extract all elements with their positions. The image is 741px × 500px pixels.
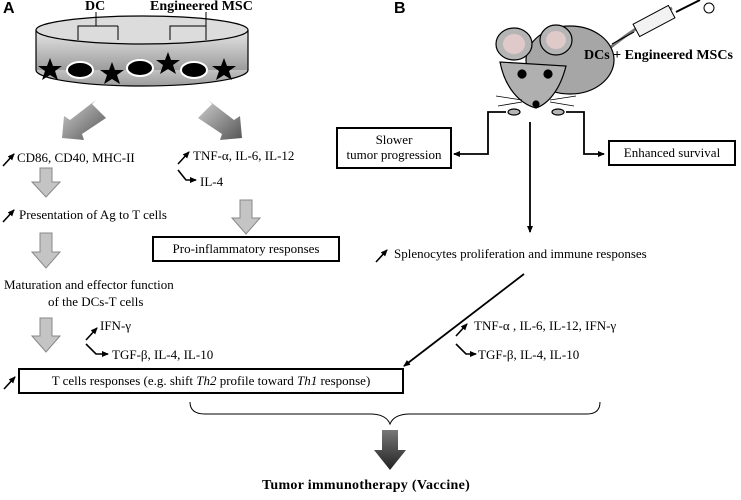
slower-line-1: Slower [375,132,413,147]
right-tgf-label: TGF-β, IL-4, IL-10 [478,347,580,362]
slower-progression-box: Slower tumor progression [336,127,452,169]
petri-dish [35,12,249,87]
outcome-title: Tumor immunotherapy (Vaccine) [262,478,471,493]
maturation-line-1: Maturation and effector function [4,277,174,292]
slower-line-2: tumor progression [346,147,442,162]
th2-label: Th2 [196,373,217,388]
left-flow-arrows [30,167,262,353]
ifn-gamma-label: IFN-γ [100,318,132,333]
il4-label: IL-4 [200,174,224,189]
up-arrows [2,151,468,390]
panel-b-connectors [403,111,605,367]
maturation-line-2: of the DCs-T cells [48,294,144,309]
dish-output-arrows [62,100,242,140]
engineered-msc-label: Engineered MSC [150,0,253,14]
mouse-illustration [495,6,673,116]
splenocytes-label: Splenocytes proliferation and immune res… [394,246,647,261]
th1-label: Th1 [296,373,318,388]
pro-inflammatory-label: Pro-inflammatory responses [172,241,320,256]
dc-label: DC [85,0,106,14]
t-cell-prefix: T cells responses (e.g. shift [51,373,197,388]
t-cell-suffix: response) [317,373,371,388]
syringe-icon [611,0,715,45]
t-cell-response-box: T cells responses (e.g. shift Th2 profil… [18,368,404,394]
msc-cells [66,59,208,79]
enhanced-survival-label: Enhanced survival [623,145,721,160]
enhanced-survival-box: Enhanced survival [608,140,736,166]
pro-inflammatory-box: Pro-inflammatory responses [152,236,340,262]
middle-cytokines: TNF-α, IL-6, IL-12 [193,148,295,163]
grouping-brace [189,401,601,426]
outcome-arrow [374,430,406,470]
t-cell-middle: profile toward [216,373,297,388]
dc-markers: CD86, CD40, MHC-II [17,150,135,165]
panel-label-b: B [394,0,406,17]
dc-cells [38,52,236,84]
right-cytokines: TNF-α , IL-6, IL-12, IFN-γ [474,318,617,333]
panel-label-a: A [3,0,15,17]
injection-label: DCs + Engineered MSCs [584,48,733,63]
antigen-presentation: Presentation of Ag to T cells [19,207,167,222]
down-arrows [85,169,477,357]
left-tgf-label: TGF-β, IL-4, IL-10 [112,347,214,362]
